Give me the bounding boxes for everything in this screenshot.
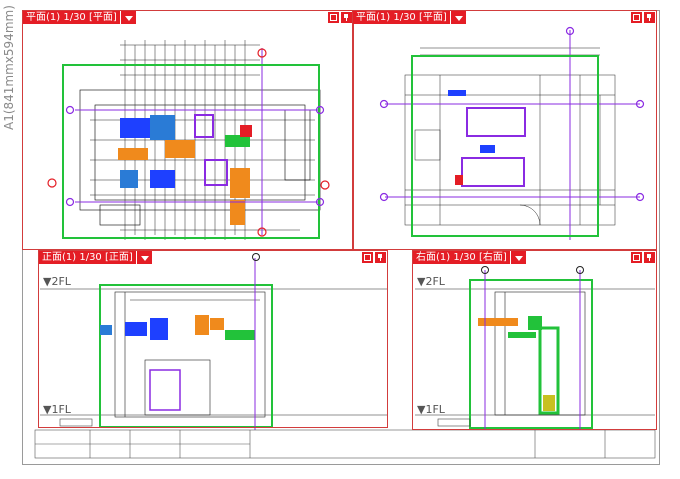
maximize-icon[interactable] xyxy=(631,252,642,263)
pin-icon[interactable] xyxy=(644,12,655,23)
viewport-header: 右面(1) 1/30 [右面] xyxy=(413,251,526,264)
viewport-header: 平面(1) 1/30 [平面] xyxy=(23,11,136,24)
viewport-front[interactable]: 正面(1) 1/30 [正面] ▼2FL ▼1FL xyxy=(38,250,388,428)
dropdown-arrow-icon[interactable] xyxy=(509,251,526,264)
viewport-buttons xyxy=(631,12,655,23)
viewport-header: 正面(1) 1/30 [正面] xyxy=(39,251,152,264)
viewport-buttons xyxy=(631,252,655,263)
viewport-title[interactable]: 平面(1) 1/30 [平面] xyxy=(23,11,120,24)
dropdown-arrow-icon[interactable] xyxy=(449,11,466,24)
viewport-title[interactable]: 右面(1) 1/30 [右面] xyxy=(413,251,510,264)
level-label-2fl: ▼2FL xyxy=(417,275,445,288)
pin-icon[interactable] xyxy=(375,252,386,263)
level-label-2fl: ▼2FL xyxy=(43,275,71,288)
viewport-title[interactable]: 平面(1) 1/30 [平面] xyxy=(353,11,450,24)
viewport-buttons xyxy=(328,12,352,23)
viewport-title[interactable]: 正面(1) 1/30 [正面] xyxy=(39,251,136,264)
dropdown-arrow-icon[interactable] xyxy=(135,251,152,264)
viewport-side[interactable]: 右面(1) 1/30 [右面] ▼2FL ▼1FL xyxy=(412,250,657,430)
dropdown-arrow-icon[interactable] xyxy=(119,11,136,24)
pin-icon[interactable] xyxy=(644,252,655,263)
viewport-plan-left[interactable]: 平面(1) 1/30 [平面] xyxy=(22,10,354,250)
maximize-icon[interactable] xyxy=(328,12,339,23)
pin-icon[interactable] xyxy=(341,12,352,23)
level-label-1fl: ▼1FL xyxy=(417,403,445,416)
viewport-plan-right[interactable]: 平面(1) 1/30 [平面] xyxy=(352,10,657,250)
viewport-header: 平面(1) 1/30 [平面] xyxy=(353,11,466,24)
viewport-buttons xyxy=(362,252,386,263)
maximize-icon[interactable] xyxy=(631,12,642,23)
level-label-1fl: ▼1FL xyxy=(43,403,71,416)
maximize-icon[interactable] xyxy=(362,252,373,263)
